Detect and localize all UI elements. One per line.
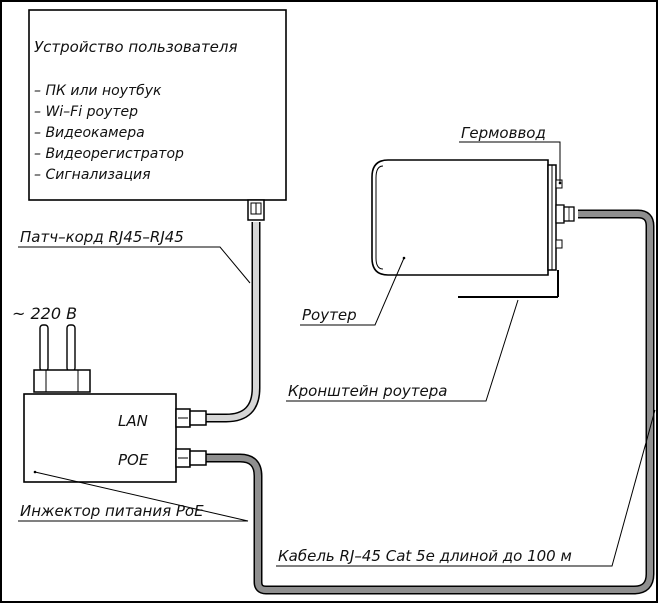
device-item-wifi-router: – Wi–Fi роутер	[34, 104, 138, 120]
router-label: Роутер	[302, 306, 357, 324]
cable-leader	[276, 409, 656, 567]
user-device-box	[28, 9, 287, 201]
router-leader	[300, 257, 405, 326]
leader-lines	[18, 141, 656, 567]
device-item-pc: – ПК или ноутбук	[34, 83, 162, 99]
injector-leader	[18, 471, 249, 522]
device-title: Устройство пользователя	[34, 38, 238, 56]
lan-port	[175, 408, 207, 428]
device-rj45-plug	[247, 199, 265, 221]
lan-port-label: LAN	[118, 412, 148, 430]
patch-cord-label: Патч–корд RJ45–RJ45	[20, 228, 184, 246]
poe-port	[175, 448, 207, 468]
injector-label: Инжектор питания PoE	[20, 502, 204, 520]
patch-cord-leader	[18, 246, 251, 284]
patch-cord	[206, 222, 259, 421]
voltage-label: ~ 220 В	[12, 304, 77, 323]
poe-injector-box	[23, 393, 177, 483]
patch-cord-outline	[206, 222, 261, 423]
power-plug	[33, 324, 91, 393]
gland-label: Гермоввод	[461, 124, 546, 142]
device-item-recorder: – Видеорегистратор	[34, 146, 184, 162]
poe-cable	[206, 211, 653, 593]
cable-gland	[555, 181, 575, 224]
bracket-leader	[286, 299, 519, 402]
poe-port-label: POE	[118, 451, 149, 469]
device-item-camera: – Видеокамера	[34, 125, 145, 141]
bracket-label: Кронштейн роутера	[288, 382, 447, 400]
router-bracket	[458, 270, 559, 298]
device-item-alarm: – Сигнализация	[34, 167, 151, 183]
gland-leader	[459, 141, 561, 183]
router	[371, 159, 563, 276]
cable-label: Кабель RJ–45 Cat 5e длиной до 100 м	[278, 547, 572, 565]
